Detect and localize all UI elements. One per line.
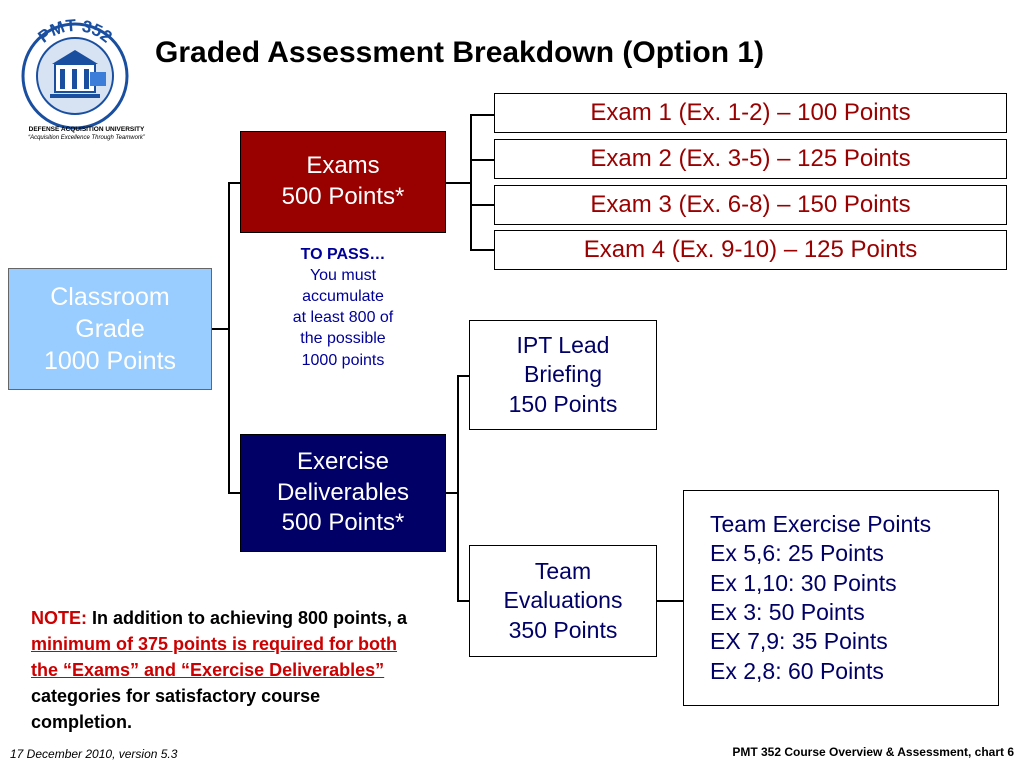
exams-line2: 500 Points* bbox=[281, 183, 405, 210]
team-exercise-line: Ex 2,8: 60 Points bbox=[710, 657, 884, 684]
connector bbox=[470, 159, 494, 161]
footer-date: 17 December 2010, version 5.3 bbox=[10, 747, 178, 761]
to-pass-line: at least 800 of bbox=[292, 309, 394, 327]
ipt-line3: 150 Points bbox=[508, 390, 618, 417]
connector bbox=[457, 600, 469, 602]
ipt-lead-briefing-box: IPT Lead Briefing 150 Points bbox=[469, 320, 657, 430]
connector bbox=[446, 182, 471, 184]
exam-item-1: Exam 1 (Ex. 1-2) – 100 Points bbox=[494, 93, 1007, 133]
connector bbox=[457, 375, 459, 601]
seal-icon: PMT 352 bbox=[21, 16, 129, 130]
classroom-grade-box: Classroom Grade 1000 Points bbox=[8, 268, 212, 390]
note-highlight: minimum of 375 points is required for bo… bbox=[31, 634, 398, 681]
team-exercise-line: Ex 1,10: 30 Points bbox=[710, 569, 897, 596]
exams-box: Exams 500 Points* bbox=[240, 131, 446, 233]
to-pass-note: TO PASS… You must accumulate at least 80… bbox=[268, 244, 418, 371]
team-exercise-line: Ex 3: 50 Points bbox=[710, 599, 865, 625]
connector bbox=[446, 492, 458, 494]
note-text-end: categories for satisfactory course compl… bbox=[31, 686, 321, 733]
connector bbox=[228, 182, 230, 493]
logo-motto: “Acquisition Excellence Through Teamwork… bbox=[28, 135, 145, 141]
to-pass-line: the possible bbox=[300, 330, 386, 348]
team-evaluations-box: Team Evaluations 350 Points bbox=[469, 545, 657, 657]
note-text: In addition to achieving 800 points, a bbox=[87, 608, 408, 628]
team-line3: 350 Points bbox=[508, 616, 618, 643]
connector bbox=[657, 600, 683, 602]
classroom-line2: Grade bbox=[75, 315, 145, 343]
exercise-deliverables-box: Exercise Deliverables 500 Points* bbox=[240, 434, 446, 552]
ipt-line2: Briefing bbox=[524, 361, 602, 388]
connector bbox=[470, 249, 494, 251]
to-pass-heading: TO PASS… bbox=[300, 246, 386, 263]
connector bbox=[212, 328, 229, 330]
team-exercise-line: Ex 5,6: 25 Points bbox=[710, 540, 884, 567]
page-title: Graded Assessment Breakdown (Option 1) bbox=[155, 36, 765, 69]
connector bbox=[228, 492, 240, 494]
team-line1: Team bbox=[534, 557, 592, 584]
exercise-line2: Deliverables bbox=[276, 478, 410, 506]
connector bbox=[457, 375, 469, 377]
to-pass-line: accumulate bbox=[302, 288, 384, 306]
team-line2: Evaluations bbox=[503, 587, 623, 614]
exercise-line3: 500 Points* bbox=[281, 509, 405, 537]
team-exercise-line: Team Exercise Points bbox=[710, 510, 932, 537]
exam-item-4: Exam 4 (Ex. 9-10) – 125 Points bbox=[494, 230, 1007, 270]
team-exercise-points-box: Team Exercise Points Ex 5,6: 25 Points E… bbox=[683, 490, 999, 706]
connector bbox=[470, 114, 494, 116]
ipt-line1: IPT Lead bbox=[516, 331, 610, 358]
team-exercise-line: EX 7,9: 35 Points bbox=[710, 628, 888, 655]
pmt352-logo: PMT 352 DEFENSE ACQUISITION UNIVERSITY “… bbox=[10, 14, 145, 144]
note-label: NOTE: bbox=[31, 608, 87, 628]
connector bbox=[470, 204, 494, 206]
exam-item-2: Exam 2 (Ex. 3-5) – 125 Points bbox=[494, 139, 1007, 179]
classroom-line1: Classroom bbox=[50, 283, 170, 311]
to-pass-line: You must bbox=[309, 267, 377, 285]
exams-line1: Exams bbox=[306, 152, 380, 180]
to-pass-line: 1000 points bbox=[301, 351, 385, 369]
footer-chart-ref: PMT 352 Course Overview & Assessment, ch… bbox=[732, 745, 1014, 759]
connector bbox=[228, 182, 240, 184]
connector bbox=[470, 114, 472, 251]
exam-item-3: Exam 3 (Ex. 6-8) – 150 Points bbox=[494, 185, 1007, 225]
exercise-line1: Exercise bbox=[296, 447, 390, 475]
classroom-line3: 1000 Points bbox=[43, 347, 177, 375]
completion-note: NOTE: In addition to achieving 800 point… bbox=[31, 605, 421, 735]
logo-org: DEFENSE ACQUISITION UNIVERSITY bbox=[28, 126, 145, 133]
